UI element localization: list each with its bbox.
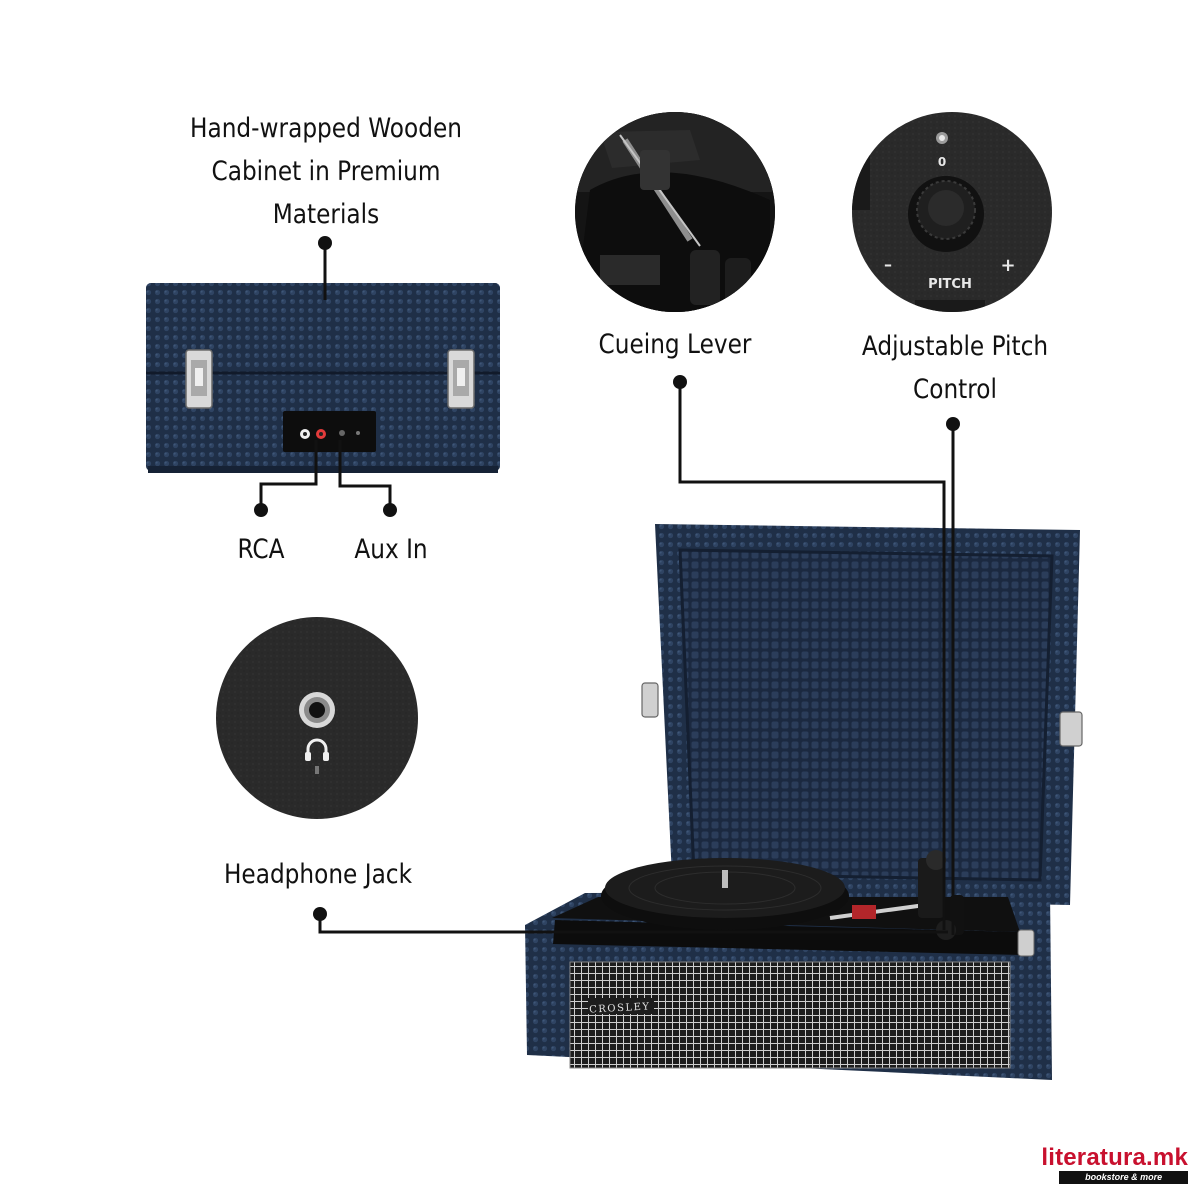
headphone-icon: [305, 738, 329, 761]
pitch-dial-label: PITCH: [928, 277, 972, 292]
pitch-control-callout: Adjustable Pitch Control: [848, 325, 1063, 411]
pitch-control-detail: 0 – + PITCH: [852, 112, 1052, 312]
speaker-brand: CROSLEY: [589, 1001, 651, 1015]
cueing-lever-detail: [575, 112, 775, 312]
rear-port-panel: [283, 411, 376, 452]
cabinet-callout: Hand-wrapped Wooden Cabinet in Premium M…: [171, 107, 481, 236]
watermark-name: literatura.mk: [1041, 1144, 1188, 1171]
right-latch: [447, 349, 475, 409]
headphone-jack-callout: Headphone Jack: [223, 859, 413, 890]
pitch-control-callout-line-1: Adjustable Pitch: [861, 331, 1049, 362]
pitch-control-callout-line-2: Control: [913, 374, 997, 405]
open-turntable: CROSLEY: [525, 524, 1083, 1080]
cabinet-callout-line-3: Materials: [272, 199, 380, 230]
speaker-grille: [569, 961, 1011, 1069]
pitch-zero-mark: 0: [938, 155, 946, 169]
watermark-logo: literatura.mk bookstore & more: [1041, 1145, 1188, 1184]
cabinet-callout-line-1: Hand-wrapped Wooden: [190, 113, 462, 144]
watermark-tagline: bookstore & more: [1059, 1171, 1188, 1184]
pitch-plus-mark: +: [1000, 255, 1015, 276]
pitch-minus-mark: –: [884, 255, 892, 274]
cueing-lever-callout: Cueing Lever: [598, 329, 752, 360]
closed-case: [146, 283, 500, 473]
rca-callout: RCA: [237, 534, 285, 565]
callout-dots: [254, 236, 960, 921]
cabinet-callout-line-2: Cabinet in Premium: [211, 156, 441, 187]
aux-in-callout: Aux In: [354, 534, 428, 565]
aux-in-jack-icon: [299, 692, 335, 728]
headphone-jack-detail: [216, 617, 418, 819]
platter: [601, 858, 849, 930]
left-latch: [185, 349, 213, 409]
